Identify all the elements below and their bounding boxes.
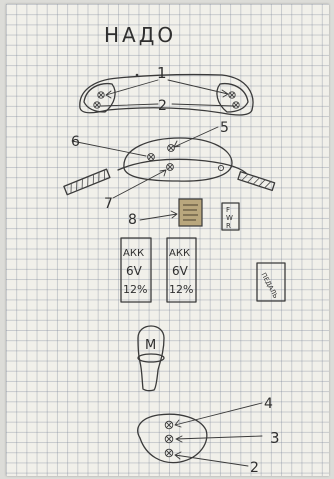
svg-text:6V: 6V	[172, 264, 189, 278]
svg-text:12%: 12%	[169, 283, 193, 296]
label-6: 6	[71, 134, 80, 150]
label-2-bottom: 2	[250, 460, 259, 476]
label-1: 1	[157, 64, 167, 82]
right-hatched-bar	[238, 172, 275, 191]
label-3: 3	[270, 429, 280, 447]
svg-text:6V: 6V	[126, 264, 143, 278]
fwr-switch: F W R	[222, 203, 239, 230]
controller-module	[179, 199, 202, 226]
svg-text:R: R	[226, 222, 231, 230]
motor-label: M	[145, 338, 156, 353]
svg-text:W: W	[226, 214, 233, 222]
rear-light-cluster	[138, 403, 262, 466]
motor: M	[138, 326, 164, 391]
sketch-title: НАДО	[104, 23, 176, 47]
svg-text:F: F	[226, 206, 230, 214]
label-7: 7	[104, 196, 113, 212]
pedal-box: ПЕДАЛЬ	[257, 263, 285, 301]
left-hatched-bar	[64, 169, 110, 195]
battery-left: АКК 6V 12%	[121, 238, 151, 302]
svg-text:АКК: АКК	[123, 248, 144, 259]
label-8: 8	[128, 212, 137, 228]
label-5: 5	[220, 120, 229, 136]
label-2-top: 2	[158, 98, 167, 114]
center-right-dot	[218, 165, 223, 170]
svg-text:12%: 12%	[123, 283, 147, 296]
svg-text:АКК: АКК	[169, 248, 190, 259]
svg-text:ПЕДАЛЬ: ПЕДАЛЬ	[260, 271, 280, 299]
label-4: 4	[264, 396, 273, 412]
center-switch-assembly	[64, 127, 275, 198]
battery-right: АКК 6V 12%	[167, 238, 196, 302]
